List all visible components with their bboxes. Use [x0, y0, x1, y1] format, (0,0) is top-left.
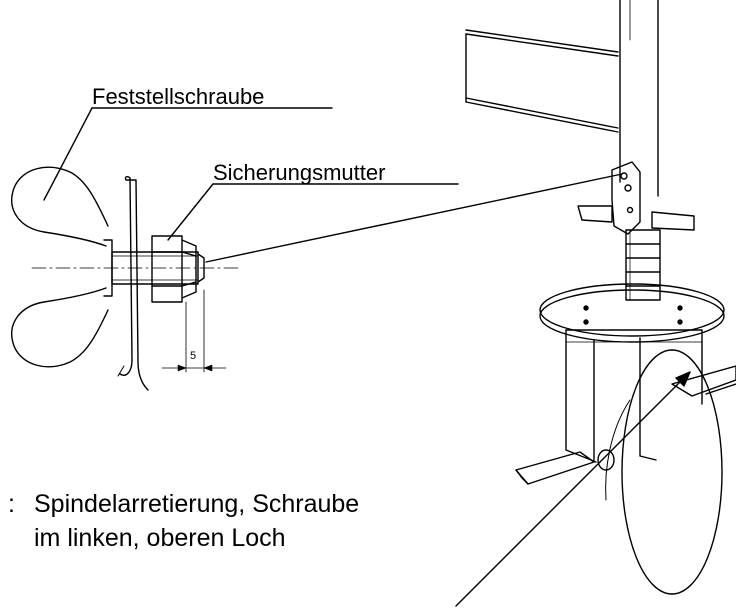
- bolt-tip: [197, 253, 205, 283]
- spindle-handle-left: [577, 205, 613, 223]
- caster-wheel: [621, 349, 723, 595]
- caption-line-2: im linken, oberen Loch: [34, 524, 286, 552]
- dimension-label: 5: [190, 350, 197, 362]
- clamp-bracket: [611, 161, 641, 235]
- wing-nut-upper-wing: [11, 166, 109, 247]
- spindle-handle-right: [651, 211, 695, 231]
- lock-nut: [151, 235, 183, 303]
- spindle: [625, 229, 661, 301]
- bracket-plate: [119, 176, 149, 391]
- detail-leader: [205, 173, 623, 263]
- wing-screw-label: Feststellschraube: [92, 84, 265, 109]
- brake-arrow-head: [675, 371, 691, 387]
- wing-screw-detail: [11, 107, 623, 391]
- caster-plate: [539, 283, 725, 337]
- caster-fork: [565, 329, 703, 463]
- bracket-hole-lower: [624, 184, 632, 192]
- table-leg-assembly: [455, 0, 736, 607]
- feststell-leader: [43, 107, 93, 201]
- axle-cap: [597, 449, 615, 471]
- wing-nut-lower-wing: [11, 287, 109, 368]
- brake-arrow-leader: [455, 371, 691, 607]
- caption-marker: :: [8, 490, 15, 518]
- caption-line-1: Spindelarretierung, Schraube: [34, 490, 360, 518]
- bracket-hole-upper: [620, 172, 628, 180]
- brake-lever-right: [671, 365, 736, 397]
- lock-nut-label: Sicherungsmutter: [213, 160, 386, 185]
- sicherung-leader: [167, 183, 214, 241]
